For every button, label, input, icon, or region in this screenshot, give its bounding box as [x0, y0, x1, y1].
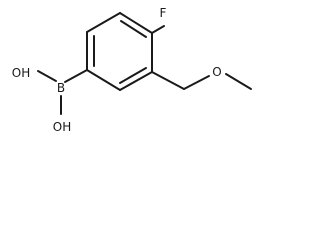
bond-oxygen-methyl — [225, 73, 252, 90]
ring-bond-c1-c2 — [119, 12, 153, 34]
hydroxyl-bottom-label: OH — [53, 120, 71, 134]
ring-double-bond-c1-c2 — [120, 20, 147, 38]
hydroxyl-top-label: OH — [12, 66, 30, 80]
ring-bond-c6-c1 — [86, 12, 121, 33]
ring-double-bond-c3-c4 — [119, 67, 147, 84]
bond-methylene-oxygen — [183, 75, 210, 90]
bond-ring-fluorine — [151, 25, 165, 34]
boron-label: B — [57, 81, 65, 95]
benzene-ring — [86, 12, 153, 91]
bond-boron-hydroxyl-top — [37, 70, 57, 82]
ring-bond-c3-c4 — [119, 71, 153, 91]
chemical-structure-diagram: F B OH OH O — [12, 6, 252, 134]
ether-oxygen-label: O — [212, 65, 221, 79]
bond-ring-boron — [64, 69, 88, 83]
ring-bond-c4-c5 — [86, 69, 121, 91]
bond-ring-methylene — [151, 71, 185, 90]
fluorine-label: F — [160, 6, 167, 20]
